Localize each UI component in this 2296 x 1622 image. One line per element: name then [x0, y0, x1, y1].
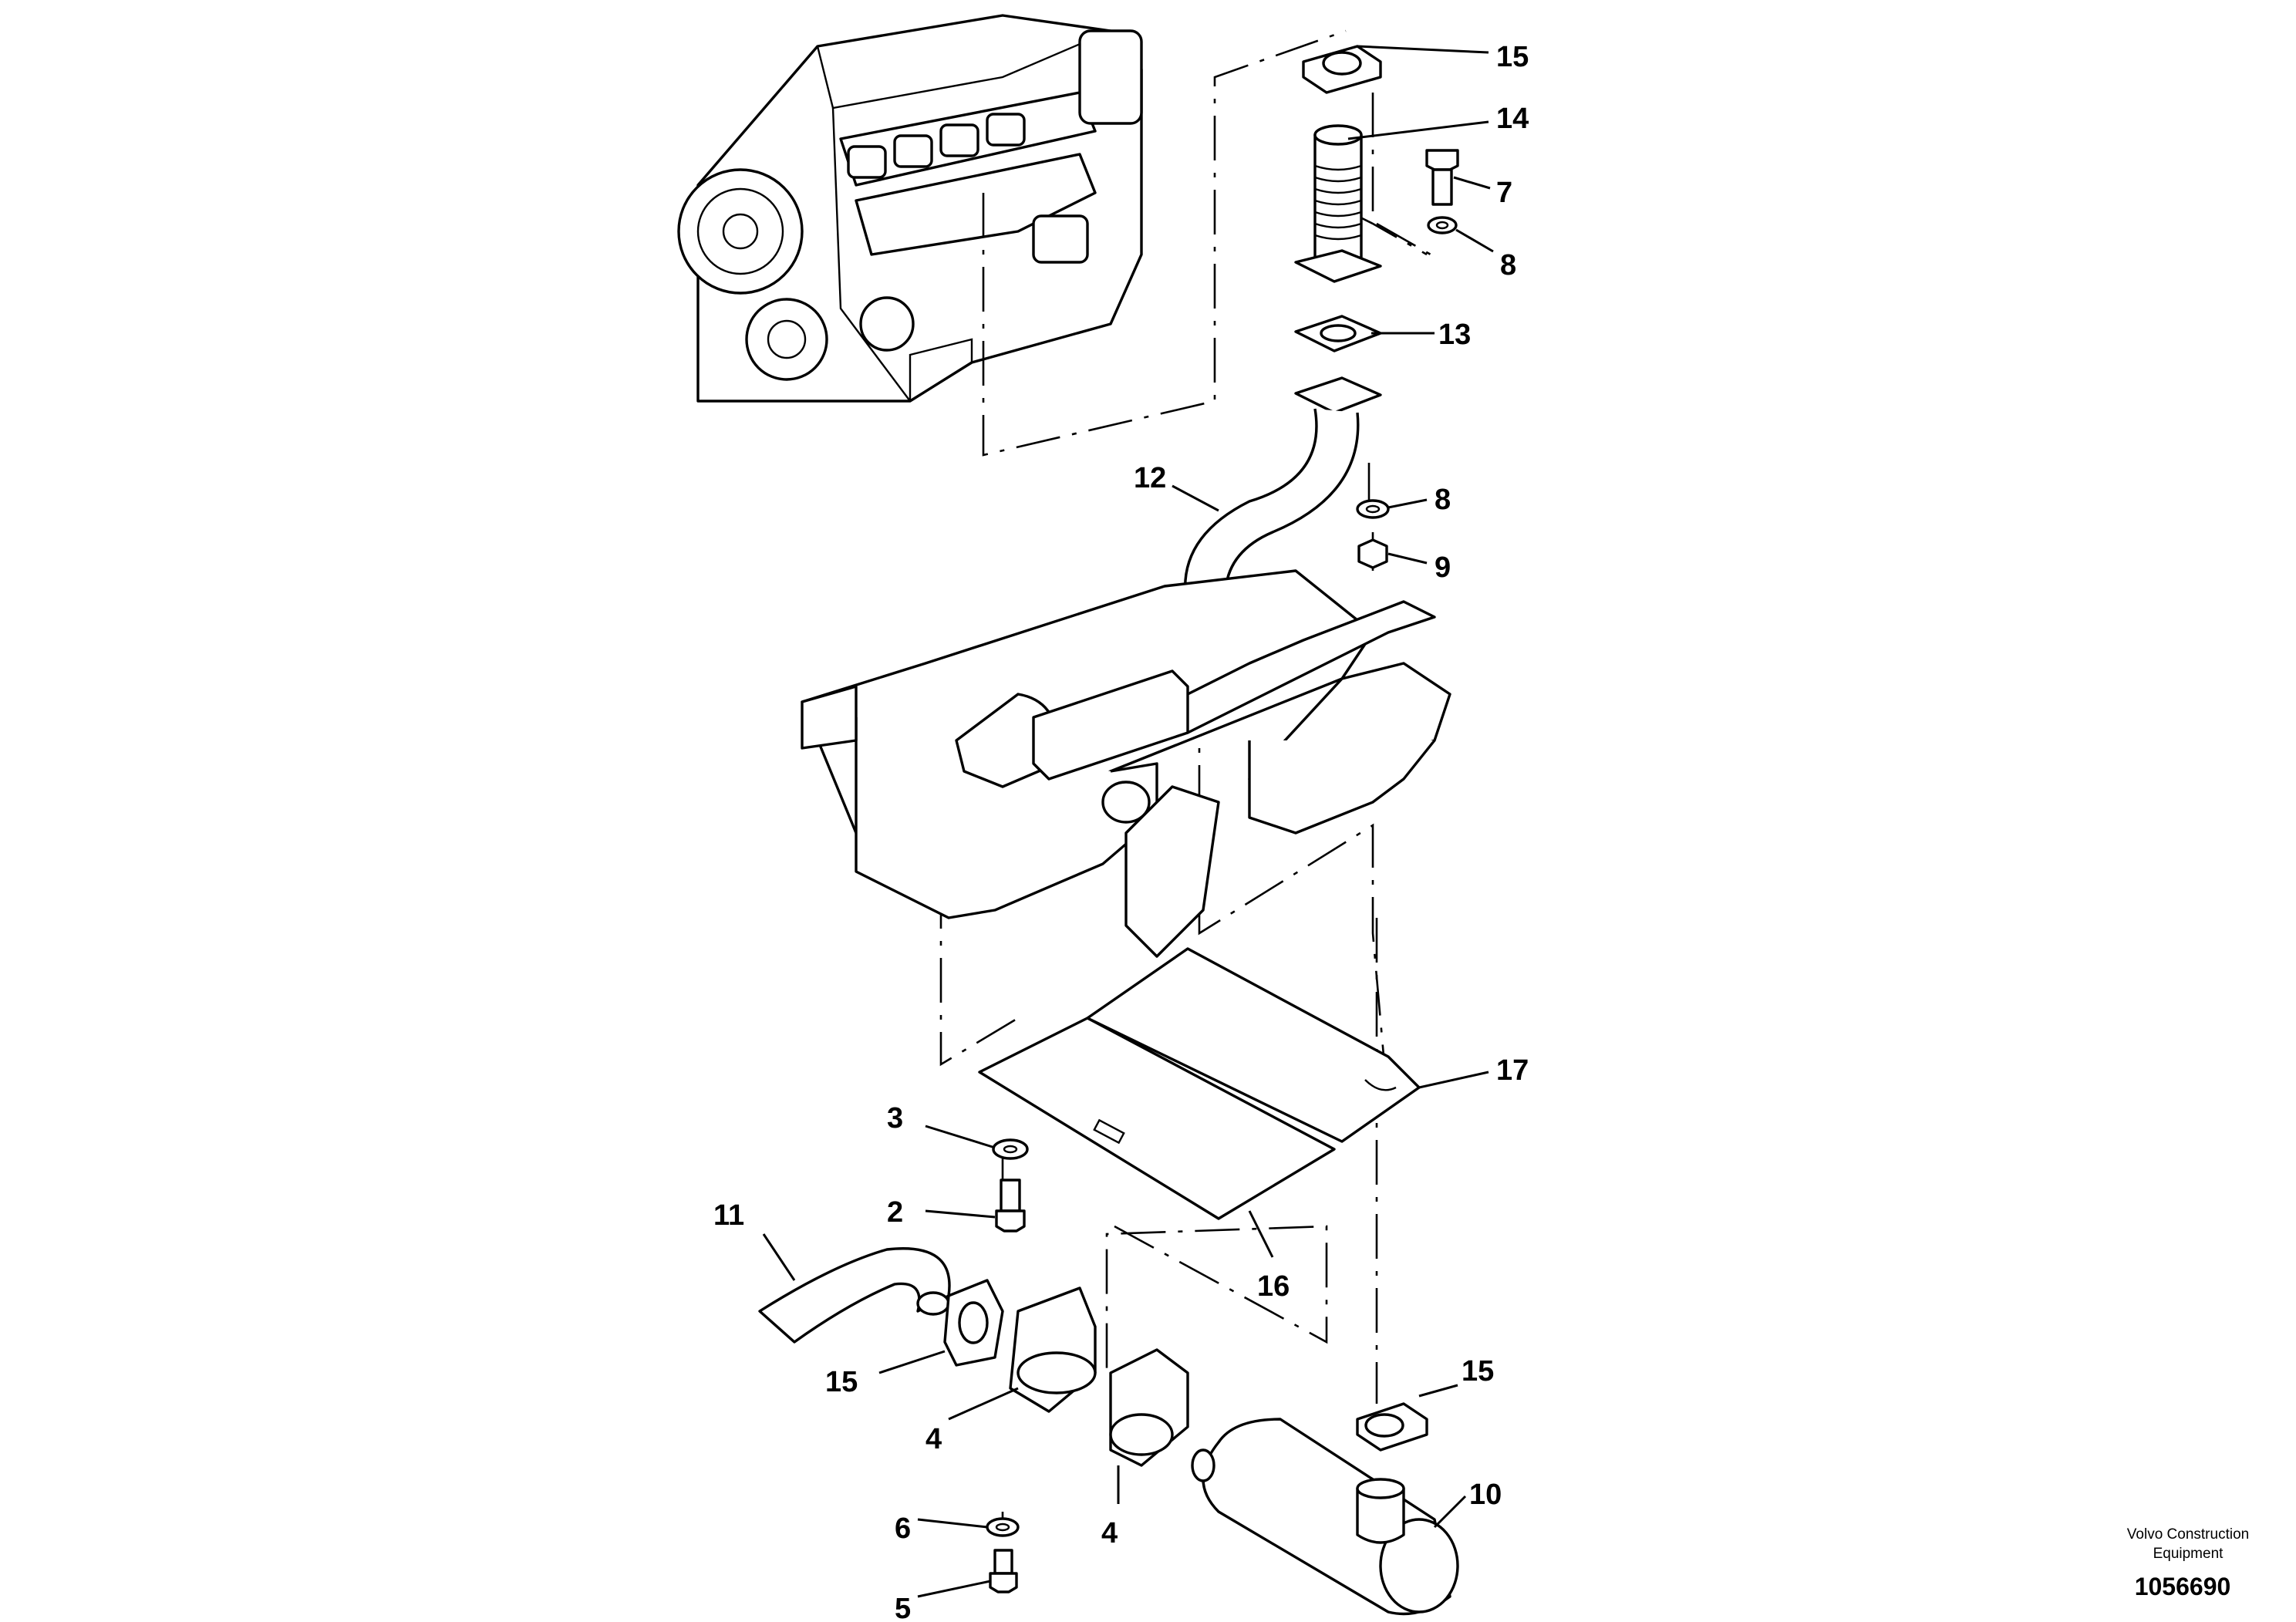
callout-15-left: 15 — [825, 1366, 858, 1398]
washer-6 — [986, 1517, 1020, 1537]
leader-lines — [762, 45, 1494, 1598]
callout-8-top: 8 — [1500, 249, 1516, 282]
callout-4-bottom: 4 — [1101, 1517, 1118, 1549]
washer-3 — [992, 1138, 1029, 1160]
callout-17: 17 — [1496, 1054, 1529, 1087]
document-number: 1056690 — [2135, 1573, 2231, 1600]
callout-5: 5 — [895, 1593, 911, 1622]
engine-illustration — [677, 14, 1143, 403]
callout-11: 11 — [713, 1199, 744, 1232]
footer-block: Volvo Construction Equipment 1056690 — [2127, 1526, 2249, 1600]
gasket-13 — [1294, 315, 1382, 352]
callout-8-mid: 8 — [1435, 484, 1451, 516]
nut-9 — [1357, 538, 1388, 569]
clamp-15-left — [943, 1279, 1004, 1367]
callout-3: 3 — [887, 1102, 903, 1135]
callout-7: 7 — [1496, 177, 1512, 209]
callout-16: 16 — [1257, 1270, 1290, 1303]
muffler-10 — [1191, 1418, 1459, 1616]
washer-8-mid — [1356, 499, 1390, 519]
tail-pipe-11 — [758, 1247, 951, 1344]
callout-4-left: 4 — [925, 1423, 942, 1455]
callout-labels: 15 14 7 8 13 12 8 9 17 3 2 11 16 15 15 4… — [713, 41, 1529, 1622]
machine-frame — [801, 569, 1451, 958]
flex-pipe-14 — [1294, 124, 1382, 283]
washer-8-top — [1427, 216, 1458, 234]
callout-15-top: 15 — [1496, 41, 1529, 73]
clamp-15-top — [1302, 45, 1382, 94]
callout-6: 6 — [895, 1512, 911, 1545]
bolt-7 — [1425, 149, 1459, 206]
callout-10: 10 — [1469, 1479, 1502, 1511]
bracket-4-left — [1009, 1286, 1097, 1413]
callout-12: 12 — [1134, 462, 1166, 494]
callout-14: 14 — [1496, 103, 1529, 135]
cover-plate-17 — [1086, 947, 1421, 1143]
bolt-2 — [995, 1179, 1026, 1233]
callout-13: 13 — [1438, 319, 1471, 351]
bolt-5 — [989, 1549, 1018, 1593]
callout-2: 2 — [887, 1196, 903, 1229]
cover-plate-16 — [978, 1017, 1336, 1220]
callout-9: 9 — [1435, 551, 1451, 584]
callout-15-right: 15 — [1462, 1355, 1494, 1388]
brand-line-2: Equipment — [2153, 1546, 2224, 1562]
bracket-4-bottom — [1109, 1348, 1189, 1467]
clamp-15-right — [1356, 1402, 1428, 1452]
brand-line-1: Volvo Construction — [2127, 1526, 2249, 1543]
